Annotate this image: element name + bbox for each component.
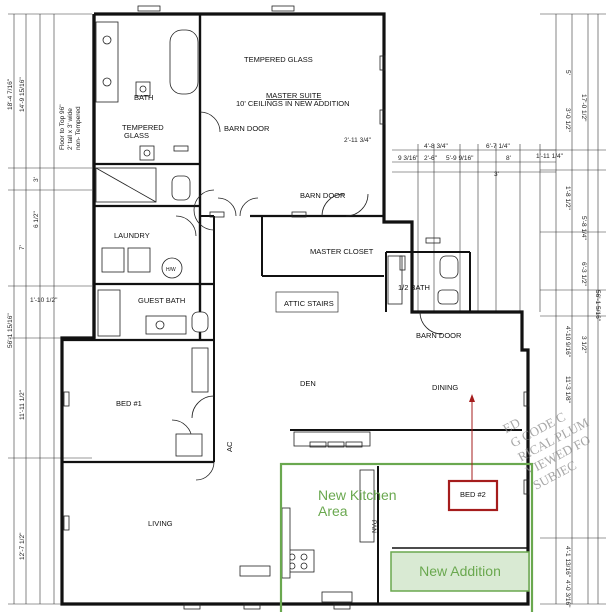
label-tempered: TEMPERED	[122, 123, 164, 132]
dim-left-1: 14'-9 15/16"	[19, 77, 26, 112]
label-hw: H/W	[166, 267, 176, 273]
new-kitchen-label: New Kitchen Area	[318, 487, 400, 519]
label-barn-door-1: BARN DOOR	[224, 124, 270, 133]
label-ceilings: 10' CEILINGS IN NEW ADDITION	[236, 99, 350, 108]
right-dimension-lines	[540, 13, 606, 605]
side-note: Floor to Top 96" 2' tall x 3' wide non- …	[59, 104, 82, 150]
dim-right-7: 56'-1 5/16"	[594, 290, 601, 322]
bed2-highlight	[447, 479, 499, 512]
side-note-line-3: non- Tempered	[75, 106, 82, 150]
dim-top-7: 9 3/16"	[398, 155, 419, 162]
dim-top-1: 6'-7 1/4"	[486, 143, 510, 150]
dim-left-2: 3'	[33, 177, 40, 182]
label-pan: PAN	[370, 520, 377, 533]
dim-left-5: 1'-10 1/2"	[30, 297, 58, 304]
dim-right-12: 4'-0 3/16"	[564, 580, 571, 608]
right-dimension-text: 5' 17'-0 1/2" 3'-0 1/2" 1'-11 1/4" 1'-8 …	[536, 70, 601, 608]
fixtures	[95, 21, 459, 603]
top-dimension-lines	[392, 144, 556, 312]
label-half-bath: 1/2 BATH	[398, 283, 430, 292]
label-guest-bath: GUEST BATH	[138, 296, 185, 305]
annotations: New Kitchen Area New Addition	[279, 394, 534, 612]
dim-left-8: 12'-7 1/2"	[19, 532, 26, 560]
dim-left-3: 6 1/2"	[33, 211, 40, 228]
label-glass: GLASS	[124, 131, 149, 140]
new-addition-box	[390, 551, 530, 592]
dim-top-6: 2'-11 3/4"	[344, 137, 372, 144]
dim-right-8: 4'-10 9/16"	[564, 326, 571, 358]
dim-right-3: 1'-11 1/4"	[536, 153, 564, 160]
label-tempered-glass: TEMPERED GLASS	[244, 55, 313, 64]
side-note-line-1: Floor to Top 96"	[59, 104, 66, 150]
new-kitchen-line-2: Area	[318, 503, 348, 519]
new-kitchen-line-1: New Kitchen	[318, 487, 397, 503]
side-note-line-2: 2' tall x 3' wide	[67, 108, 74, 150]
new-addition-label: New Addition	[419, 563, 501, 579]
dim-top-0: 4'-8 3/4"	[424, 143, 448, 150]
dim-left-6: 56'-1 15/16"	[7, 313, 14, 348]
label-bed2: BED #2	[460, 490, 486, 499]
dim-left-7: 11'-11 1/2"	[19, 389, 26, 420]
dim-right-1: 17'-0 1/2"	[580, 94, 587, 122]
attic-stairs-box	[275, 291, 339, 313]
label-master-closet: MASTER CLOSET	[310, 247, 374, 256]
dim-right-0: 5'	[564, 70, 571, 75]
dim-right-10: 11'-3 1/8"	[564, 376, 571, 404]
label-laundry: LAUNDRY	[114, 231, 150, 240]
dim-top-2: 2'-6"	[424, 155, 438, 162]
dim-top-5: 3'	[494, 171, 499, 178]
dim-right-9: 3 1/2"	[580, 336, 587, 353]
dim-right-5: 5'-8 1/4"	[580, 216, 587, 240]
left-dimension-text: 18'-4 7/16" 14'-9 15/16" 3' 6 1/2" 7' 1'…	[7, 77, 58, 560]
label-bath: BATH	[134, 93, 153, 102]
label-barn-door-2: BARN DOOR	[300, 191, 346, 200]
label-master-suite: MASTER SUITE	[266, 91, 321, 100]
dim-left-4: 7'	[19, 245, 26, 250]
label-ac: AC	[225, 441, 234, 452]
label-den: DEN	[300, 379, 316, 388]
dim-right-6: 6'-3 1/2"	[580, 262, 587, 286]
dim-right-4: 1'-8 1/2"	[564, 186, 571, 210]
label-dining: DINING	[432, 383, 458, 392]
dim-right-11: 4'-1 13/16"	[564, 546, 571, 578]
label-barn-door-3: BARN DOOR	[416, 331, 462, 340]
dim-top-4: 8'	[506, 155, 511, 162]
label-attic-stairs: ATTIC STAIRS	[284, 299, 334, 308]
dim-top-3: 5'-9 9/16"	[446, 155, 474, 162]
dim-left-0: 18'-4 7/16"	[7, 78, 14, 110]
label-bed1: BED #1	[116, 399, 142, 408]
label-living: LIVING	[148, 519, 173, 528]
top-dimension-text: 4'-8 3/4" 6'-7 1/4" 2'-6" 5'-9 9/16" 8' …	[344, 137, 511, 178]
room-labels: TEMPERED GLASS MASTER SUITE 10' CEILINGS…	[114, 55, 486, 533]
red-arrow-head	[469, 394, 475, 402]
stamp-line-0: ED	[500, 415, 522, 436]
wall-tags	[63, 5, 530, 610]
new-kitchen-outline	[279, 462, 534, 612]
dim-right-2: 3'-0 1/2"	[564, 108, 571, 132]
interior-walls	[62, 14, 528, 604]
